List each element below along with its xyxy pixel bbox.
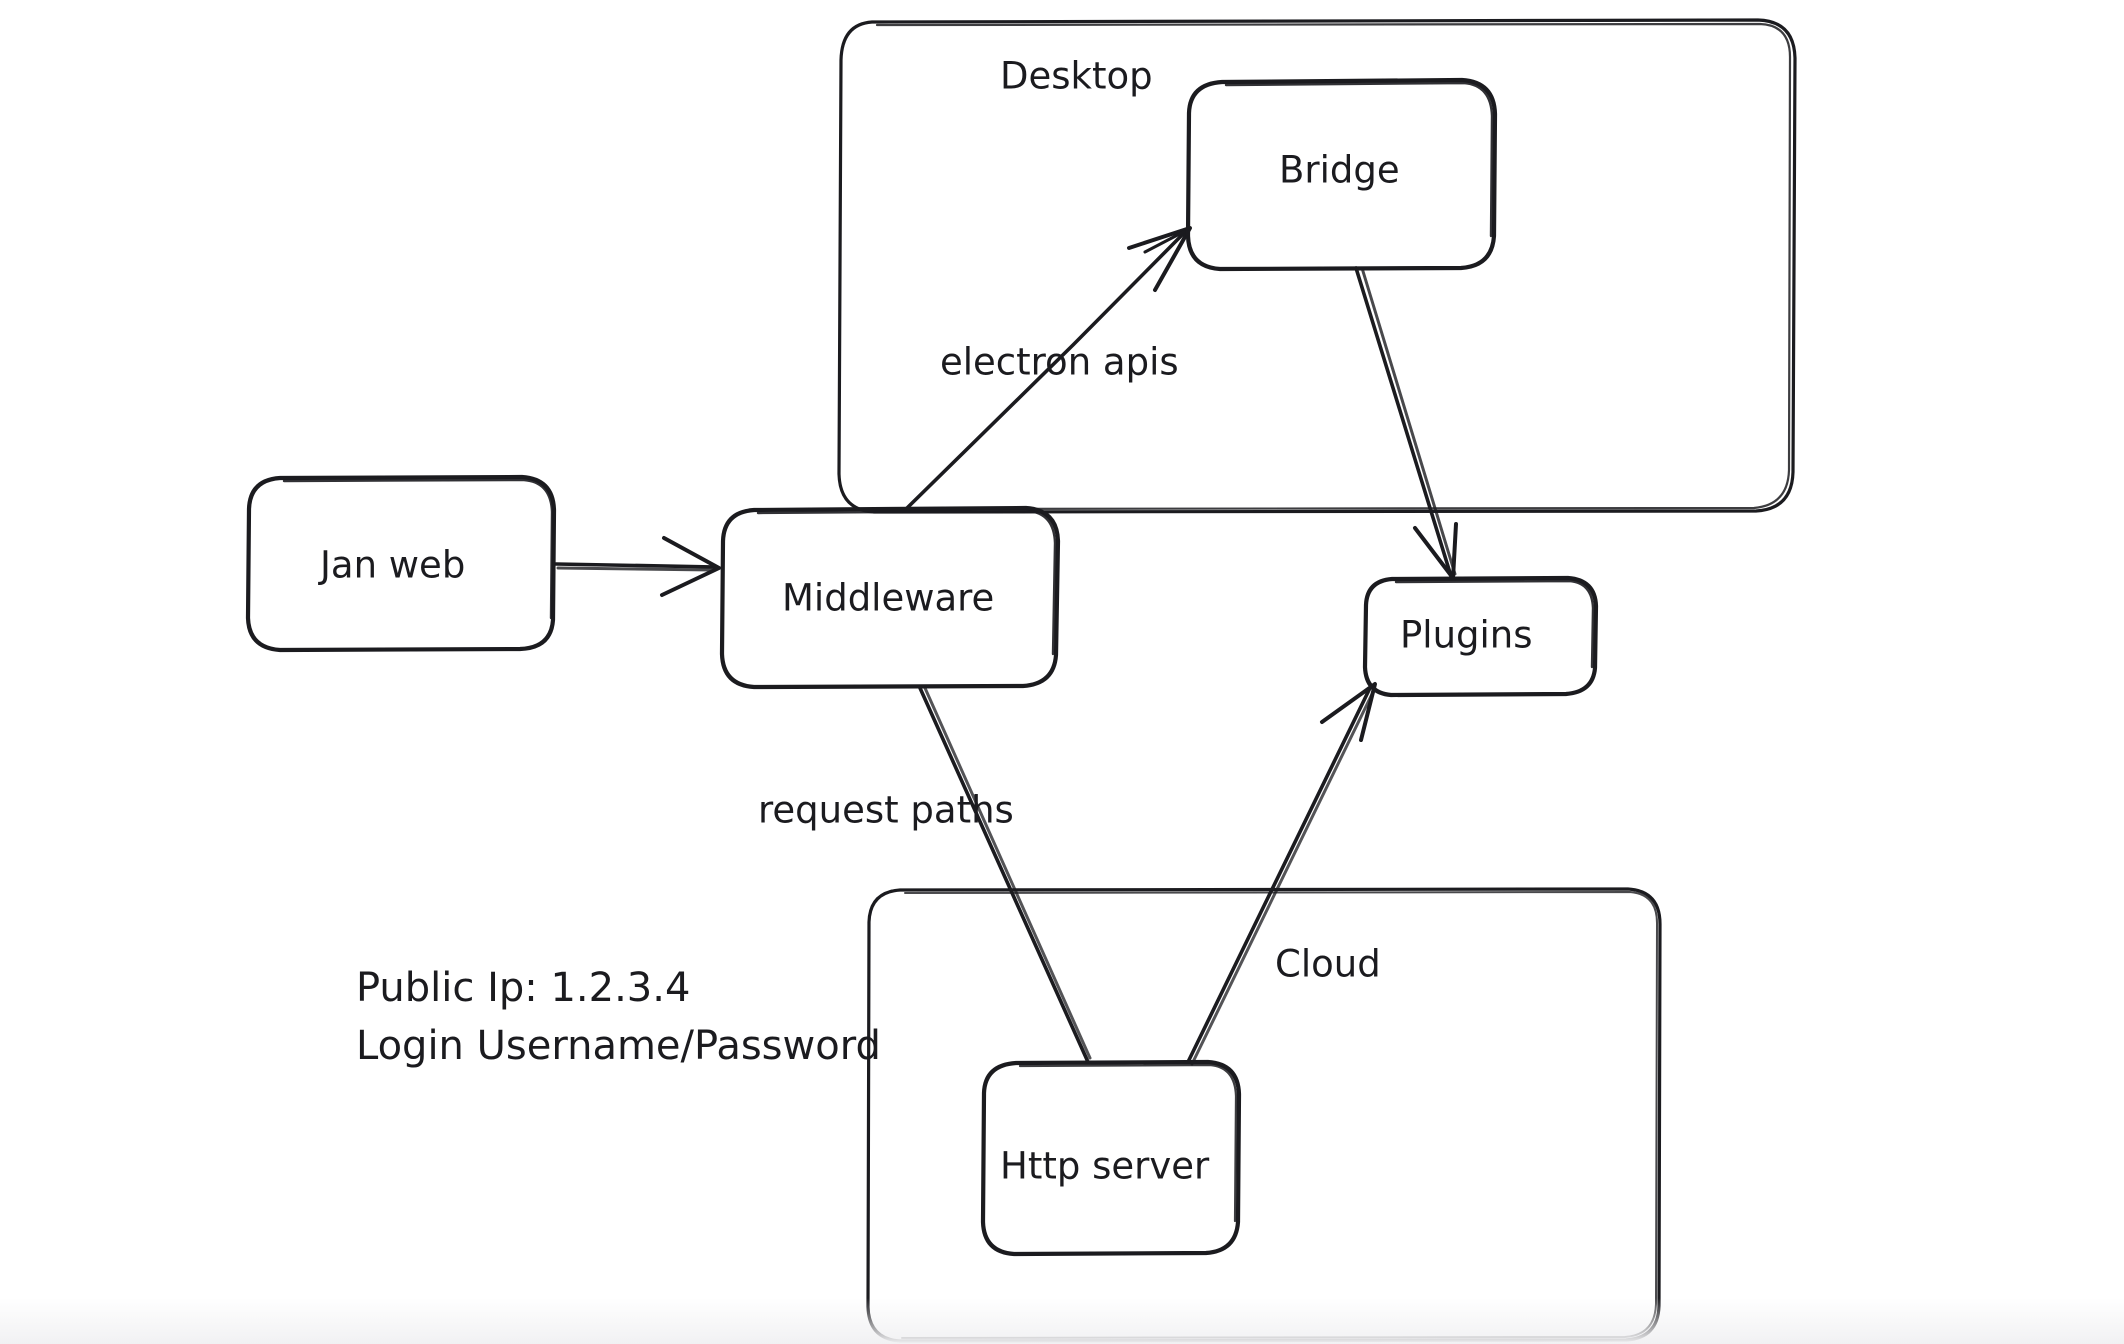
node-http-server[interactable]: Http server bbox=[980, 1059, 1242, 1257]
node-label-middleware: Middleware bbox=[782, 577, 994, 620]
node-plugins[interactable]: Plugins bbox=[1362, 575, 1599, 698]
node-label-bridge: Bridge bbox=[1279, 149, 1400, 192]
edge-label-electron-apis: electron apis bbox=[940, 341, 1179, 384]
node-jan-web-outline-second-pass bbox=[282, 478, 554, 620]
node-bridge-outline bbox=[1185, 77, 1498, 272]
arrowhead-to-plugins-from-http-server bbox=[1320, 682, 1377, 742]
edge-line-jan-web-to-middleware bbox=[554, 562, 718, 569]
node-bridge-outline-second-pass bbox=[1224, 81, 1494, 238]
desktop-outline-second-pass bbox=[874, 22, 1792, 511]
edge-line-middleware-to-http-server-second-pass bbox=[923, 686, 1092, 1060]
edge-line-middleware-to-bridge bbox=[903, 229, 1188, 512]
cloud-outline bbox=[866, 887, 1662, 1343]
container-label-cloud: Cloud bbox=[1275, 943, 1381, 986]
node-middleware-outline bbox=[719, 505, 1061, 690]
node-jan-web[interactable]: Jan web bbox=[245, 474, 557, 653]
edge-line-http-server-to-plugins-second-pass bbox=[1190, 688, 1376, 1066]
note-line-public-ip: Public Ip: 1.2.3.4 bbox=[356, 965, 690, 1011]
node-middleware[interactable]: Middleware bbox=[719, 505, 1061, 690]
arrowhead-to-middleware bbox=[660, 536, 721, 597]
edge-http-server-to-plugins[interactable] bbox=[1186, 682, 1377, 1066]
node-middleware-outline-second-pass bbox=[756, 509, 1057, 656]
node-plugins-outline-second-pass bbox=[1394, 579, 1595, 669]
edge-label-request-paths: request paths bbox=[758, 789, 1014, 832]
edge-line-jan-web-to-middleware-second-pass bbox=[556, 566, 716, 572]
desktop-outline bbox=[837, 18, 1797, 514]
container-cloud[interactable]: Cloud bbox=[866, 887, 1662, 1343]
node-plugins-outline bbox=[1362, 575, 1599, 698]
node-label-http-server: Http server bbox=[1000, 1145, 1210, 1188]
node-label-jan-web: Jan web bbox=[318, 544, 465, 587]
edge-line-bridge-to-plugins bbox=[1354, 266, 1453, 578]
container-label-desktop: Desktop bbox=[1000, 55, 1153, 98]
node-http-server-outline bbox=[980, 1059, 1242, 1257]
note-line-login: Login Username/Password bbox=[356, 1023, 881, 1069]
node-label-plugins: Plugins bbox=[1400, 614, 1533, 657]
arrowhead-to-bridge-extra bbox=[1143, 227, 1191, 254]
node-jan-web-outline bbox=[245, 474, 557, 653]
container-desktop[interactable]: Desktop bbox=[837, 18, 1797, 514]
edge-line-http-server-to-plugins bbox=[1186, 686, 1372, 1064]
edge-jan-web-to-middleware[interactable] bbox=[554, 536, 721, 597]
edge-line-middleware-to-http-server bbox=[918, 686, 1090, 1064]
edge-middleware-to-bridge[interactable]: electron apis bbox=[903, 226, 1192, 512]
edge-middleware-to-http-server[interactable]: request paths bbox=[758, 686, 1092, 1064]
note-public-ip[interactable]: Public Ip: 1.2.3.4 Login Username/Passwo… bbox=[356, 965, 881, 1069]
node-http-server-outline-second-pass bbox=[1018, 1063, 1238, 1223]
edge-bridge-to-plugins[interactable] bbox=[1354, 266, 1458, 580]
edge-line-bridge-to-plugins-second-pass bbox=[1360, 266, 1457, 576]
node-bridge[interactable]: Bridge bbox=[1185, 77, 1498, 272]
